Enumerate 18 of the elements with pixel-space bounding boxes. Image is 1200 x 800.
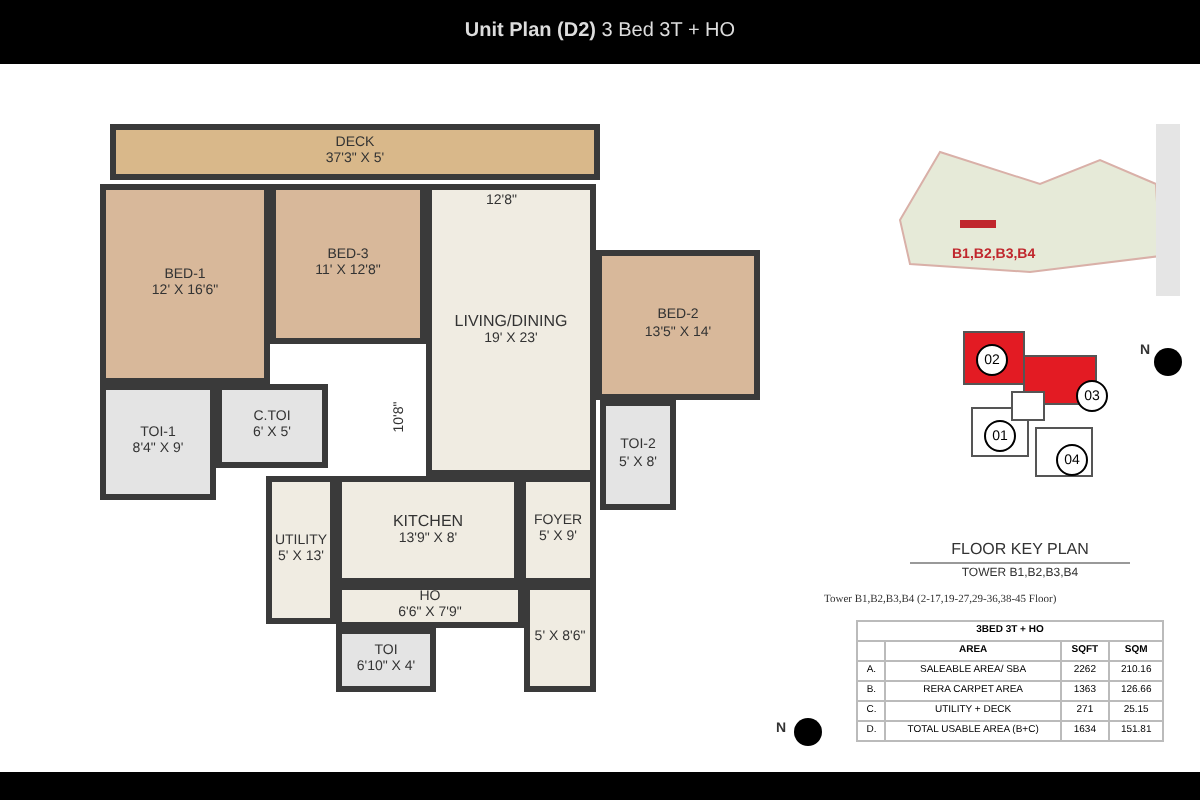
kitchen — [336, 476, 520, 584]
bedroom — [596, 250, 760, 400]
passage — [524, 584, 596, 692]
room-name: LIVING/DINING — [454, 312, 568, 332]
bedroom — [270, 184, 426, 344]
heading: FLOOR KEY PLAN — [910, 540, 1130, 564]
foyer — [520, 476, 596, 584]
bathroom — [216, 384, 328, 468]
bathroom — [336, 628, 436, 692]
home-office — [336, 584, 524, 628]
bathroom — [100, 384, 216, 500]
utility-room — [266, 476, 336, 624]
page-title: Unit Plan (D2) 3 Bed 3T + HO — [462, 20, 738, 42]
deck — [110, 124, 600, 180]
bedroom — [100, 184, 270, 384]
bathroom — [600, 400, 676, 510]
room-name: KITCHEN — [392, 512, 464, 532]
living-room — [426, 184, 596, 476]
